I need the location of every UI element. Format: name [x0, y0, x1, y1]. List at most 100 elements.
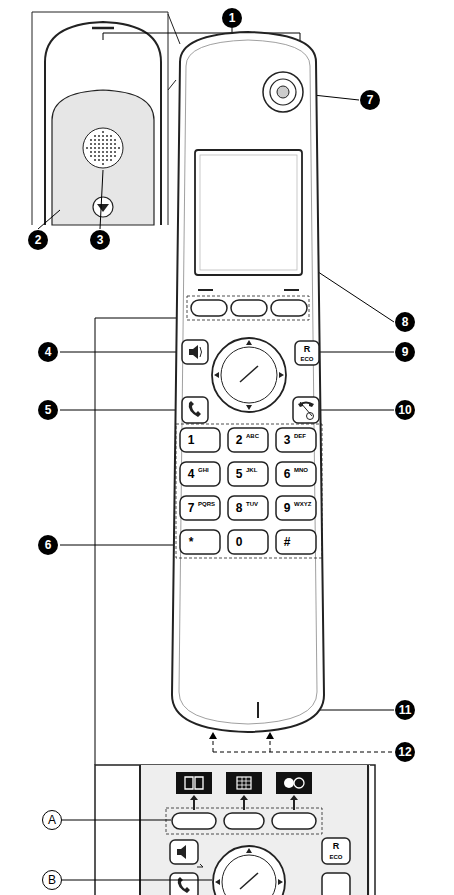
button-label: ECO — [300, 356, 313, 362]
grille-hole — [102, 131, 104, 133]
handset-front — [214, 340, 284, 410]
keypad-key — [228, 530, 268, 554]
grille-hole — [106, 151, 108, 153]
keypad-key — [180, 428, 220, 452]
grille-hole — [102, 147, 104, 149]
grille-hole — [118, 147, 120, 149]
handset-front — [179, 40, 317, 724]
key-digit: 5 — [236, 468, 243, 480]
grille-hole — [98, 151, 100, 153]
grille-hole — [110, 143, 112, 145]
grille-hole — [94, 159, 96, 161]
keypad-key — [228, 462, 268, 486]
key-letters: DEF — [294, 433, 306, 439]
key-letters: TUV — [246, 501, 258, 507]
back-view — [83, 128, 123, 168]
grille-hole — [110, 147, 112, 149]
back-view — [45, 22, 161, 225]
handset-front — [172, 32, 324, 732]
leader-line — [60, 410, 181, 411]
grille-hole — [106, 135, 108, 137]
zoom-inset — [237, 777, 251, 789]
leader-line — [213, 736, 393, 752]
leader-line — [60, 352, 181, 353]
grille-hole — [106, 155, 108, 157]
handset-front — [257, 702, 259, 718]
zoom-inset — [226, 772, 262, 794]
zoom-inset — [224, 813, 264, 829]
zoom-inset — [272, 813, 316, 829]
grille-hole — [98, 139, 100, 141]
grille-hole — [94, 155, 96, 157]
grille-hole — [110, 159, 112, 161]
key-digit: # — [284, 536, 291, 548]
grille-hole — [102, 151, 104, 153]
zoom-inset — [176, 772, 212, 794]
handset-front — [271, 300, 307, 316]
grille-hole — [106, 159, 108, 161]
leader-line — [60, 545, 177, 546]
callout-number: 8 — [395, 312, 415, 332]
callout-number: 9 — [395, 342, 415, 362]
grille-hole — [90, 155, 92, 157]
key-digit: 9 — [284, 502, 291, 514]
handset-front — [263, 72, 303, 112]
grille-hole — [102, 155, 104, 157]
grille-hole — [94, 139, 96, 141]
grille-hole — [94, 143, 96, 145]
back-view — [97, 204, 109, 212]
grille-hole — [102, 143, 104, 145]
handset-front — [187, 296, 309, 320]
key-digit: 1 — [188, 434, 195, 446]
grille-hole — [94, 147, 96, 149]
handset-front — [176, 424, 322, 558]
zoom-inset — [170, 873, 198, 895]
callout-number: 12 — [395, 742, 415, 762]
grille-hole — [110, 135, 112, 137]
callout-number: 6 — [38, 535, 58, 555]
zoom-inset — [170, 840, 198, 864]
keypad-key — [276, 462, 316, 486]
callout-number: 5 — [38, 400, 58, 420]
button-label: R — [333, 842, 340, 851]
keypad-key — [228, 496, 268, 520]
grille-hole — [114, 143, 116, 145]
handset-front — [200, 347, 202, 357]
handset-front — [200, 155, 297, 270]
grille-hole — [98, 155, 100, 157]
keypad-key — [276, 428, 316, 452]
grille-hole — [98, 135, 100, 137]
grille-hole — [98, 143, 100, 145]
key-digit: * — [189, 536, 194, 548]
button-label: R — [304, 345, 311, 354]
grille-hole — [94, 151, 96, 153]
grille-hole — [110, 151, 112, 153]
grille-hole — [98, 159, 100, 161]
zoom-inset — [177, 845, 186, 859]
zoom-inset — [294, 778, 304, 788]
zoom-inset — [185, 777, 203, 789]
grille-hole — [102, 135, 104, 137]
handset-front — [300, 402, 312, 416]
key-letters: PQRS — [198, 501, 215, 507]
zoom-inset — [322, 838, 350, 864]
callout-number: 4 — [38, 342, 58, 362]
key-digit: 6 — [284, 468, 291, 480]
key-digit: 7 — [188, 502, 195, 514]
grille-hole — [106, 143, 108, 145]
back-view — [32, 12, 168, 225]
leader-line — [213, 736, 393, 752]
grille-hole — [90, 147, 92, 149]
key-digit: 0 — [236, 536, 243, 548]
key-letters: GHI — [198, 467, 209, 473]
zoom-inset — [166, 808, 322, 834]
grille-hole — [98, 147, 100, 149]
handset-front — [198, 289, 213, 291]
leader-line — [100, 170, 103, 229]
back-view — [92, 27, 114, 30]
leader-line — [38, 210, 60, 229]
back-view — [52, 90, 154, 225]
zoom-inset — [215, 848, 283, 885]
grille-hole — [102, 139, 104, 141]
back-view — [93, 197, 113, 217]
